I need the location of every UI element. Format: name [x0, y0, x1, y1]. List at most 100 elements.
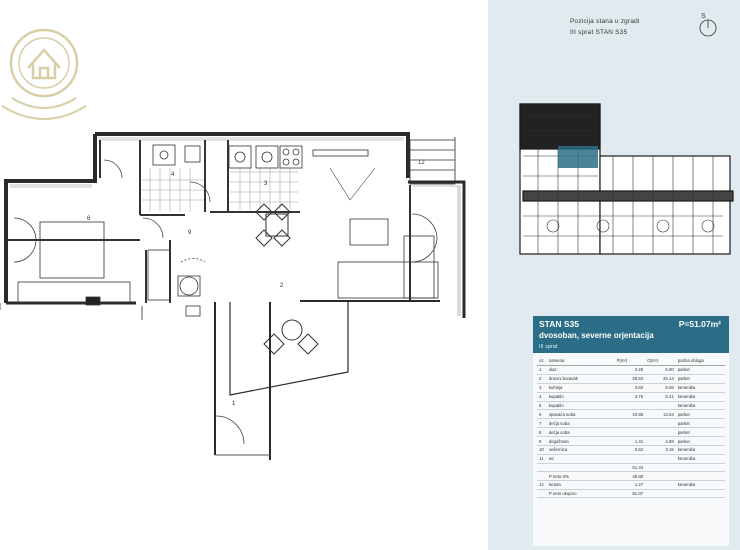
- unit-area: P=51.07m²: [678, 319, 721, 329]
- table-cell: dnevni boravak: [546, 374, 615, 384]
- table-cell: 8.41: [645, 392, 676, 402]
- table-cell: [537, 489, 547, 499]
- table-cell: 11: [537, 454, 547, 464]
- total-row: 51.34: [537, 463, 725, 473]
- table-cell: terasa: [546, 480, 615, 490]
- table-cell: 0.62: [614, 445, 646, 455]
- dining-table: [255, 203, 319, 355]
- room-label-3: 3: [264, 181, 268, 187]
- table-cell: 1.27: [614, 480, 646, 490]
- table-cell: 6: [537, 409, 547, 420]
- fixtures: [17, 139, 456, 317]
- room-label-4: 4: [171, 172, 175, 178]
- table-cell: [614, 401, 646, 411]
- table-cell: [675, 489, 725, 499]
- table-cell: [537, 471, 547, 481]
- table-cell: [645, 401, 676, 411]
- exterior-walls: [4, 132, 466, 460]
- wall-hatching: [10, 137, 461, 316]
- table-cell: keramika: [675, 480, 725, 490]
- table-cell: 4.89: [645, 436, 676, 447]
- table-cell: [645, 418, 676, 429]
- table-cell: 51.07: [614, 489, 646, 499]
- total-row: P neto-3%49.80: [537, 471, 725, 481]
- table-cell: keramika: [675, 401, 725, 411]
- table-cell: 5: [537, 401, 547, 411]
- table-cell: dečja soba: [546, 418, 615, 429]
- table-cell: 51.34: [614, 463, 646, 473]
- col-header: O(m¹): [645, 356, 676, 366]
- table-cell: keramika: [675, 392, 725, 402]
- unit-header: III sprat STAN S35: [570, 29, 628, 36]
- col-header: namena: [546, 356, 615, 366]
- table-cell: [546, 463, 615, 473]
- room-label-2: 2: [280, 283, 284, 289]
- room-label-9: 9: [188, 230, 192, 236]
- table-cell: [645, 471, 676, 481]
- unit-name: STAN S35: [539, 319, 579, 329]
- table-cell: 1: [537, 365, 547, 375]
- tile-grid: [142, 168, 298, 212]
- table-cell: 8: [537, 427, 547, 438]
- table-cell: kupatilo: [546, 401, 615, 411]
- table-cell: 3: [537, 383, 547, 393]
- col-header: podna obloga: [675, 356, 725, 366]
- room-label-1: 1: [232, 401, 236, 407]
- table-cell: 12: [537, 480, 547, 490]
- table-cell: [614, 427, 646, 438]
- room-label-6: 6: [87, 216, 91, 222]
- table-cell: 49.80: [614, 471, 646, 481]
- unit-card-header: STAN S35 P=51.07m² dvosoban, severne orj…: [533, 316, 729, 353]
- table-cell: parket: [675, 374, 725, 384]
- table-cell: dečja soba: [546, 427, 615, 438]
- table-cell: 1.41: [614, 436, 646, 447]
- table-cell: 2.26: [614, 365, 646, 375]
- table-cell: [645, 454, 676, 464]
- table-cell: 3.75: [614, 392, 646, 402]
- terrace-railing: [0, 137, 456, 456]
- house-location-logo-icon: [1, 28, 87, 120]
- table-cell: [645, 427, 676, 438]
- table-cell: parket: [675, 365, 725, 375]
- floor-plan: 1 2 3 4 6 9 12: [0, 28, 466, 460]
- table-cell: parket: [675, 427, 725, 438]
- room-label-12: 12: [418, 160, 425, 166]
- info-panel: Pozicija stana u zgradi III sprat STAN S…: [488, 0, 740, 550]
- highlighted-unit: [558, 146, 598, 168]
- table-cell: 8.06: [645, 383, 676, 393]
- door-swings: [13, 159, 438, 445]
- compass-label: S: [701, 13, 706, 20]
- table-cell: 9: [537, 436, 547, 447]
- unit-card: STAN S35 P=51.07m² dvosoban, severne orj…: [533, 316, 729, 546]
- table-cell: 7: [537, 418, 547, 429]
- table-cell: wc: [546, 454, 615, 464]
- table-cell: [645, 463, 676, 473]
- table-cell: [614, 454, 646, 464]
- table-cell: kupatilo: [546, 392, 615, 402]
- table-cell: 2: [537, 374, 547, 384]
- table-cell: 3.60: [614, 383, 646, 393]
- compass-icon: S: [699, 13, 717, 37]
- table-cell: 3.15: [645, 445, 676, 455]
- table-cell: vešernica: [546, 445, 615, 455]
- table-cell: 13.64: [645, 409, 676, 420]
- col-header: oz.: [537, 356, 547, 366]
- table-cell: parket: [675, 418, 725, 429]
- col-header: P(m²): [614, 356, 646, 366]
- table-cell: 6.00: [645, 365, 676, 375]
- table-cell: [614, 418, 646, 429]
- table-cell: 25.14: [645, 374, 676, 384]
